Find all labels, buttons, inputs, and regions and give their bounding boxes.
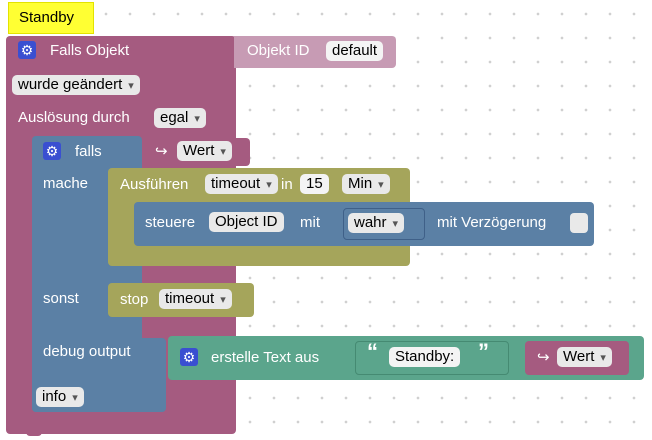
delay-label: mit Verzögerung <box>437 214 547 231</box>
trigger-block-footer <box>6 416 236 432</box>
gear-icon[interactable]: ⚙ <box>18 41 36 59</box>
sonst-label: sonst <box>43 290 79 307</box>
ausfuehren-label: Ausführen <box>120 176 189 193</box>
ausloesung-label: Auslösung durch <box>18 109 130 126</box>
timeout-unit-dropdown[interactable]: Min <box>342 174 390 194</box>
debug-output-label: debug output <box>43 343 131 360</box>
gear-icon[interactable]: ⚙ <box>180 348 198 366</box>
trigger-block-bottom-notch <box>26 428 42 436</box>
text-literal-field[interactable]: Standby: <box>389 347 461 367</box>
value-dropdown[interactable]: wahr <box>348 213 405 233</box>
log-level-dropdown[interactable]: info <box>36 387 84 407</box>
timeout-amount-field[interactable]: 15 <box>300 174 329 194</box>
falls-objekt-label: Falls Objekt <box>50 42 130 59</box>
quote-open-icon: “ <box>367 339 378 364</box>
return-arrow-icon: ↪ <box>155 143 168 160</box>
stop-timeout-dropdown[interactable]: timeout <box>159 289 232 309</box>
return-arrow-icon: ↪ <box>537 349 550 366</box>
delay-checkbox[interactable] <box>570 213 588 233</box>
create-text-label: erstelle Text aus <box>211 349 320 366</box>
object-id-field[interactable]: Object ID <box>209 212 284 232</box>
mit-label: mit <box>300 214 320 231</box>
stop-label: stop <box>120 291 149 308</box>
gear-icon[interactable]: ⚙ <box>43 142 61 160</box>
in-label: in <box>281 176 293 193</box>
condition-variable-dropdown[interactable]: Wert <box>177 141 232 161</box>
mache-label: mache <box>43 175 89 192</box>
comment-text: Standby <box>19 9 75 26</box>
objekt-id-field[interactable]: default <box>326 41 384 61</box>
quote-close-icon: ” <box>478 339 489 364</box>
timeout-variable-dropdown[interactable]: timeout <box>205 174 278 194</box>
objekt-id-label: Objekt ID <box>247 42 310 59</box>
comment-standby[interactable]: Standby <box>8 2 94 34</box>
ausloesung-dropdown[interactable]: egal <box>154 108 206 128</box>
wert-variable-dropdown[interactable]: Wert <box>557 347 612 367</box>
change-dropdown[interactable]: wurde geändert <box>12 75 140 95</box>
steuere-label: steuere <box>145 214 196 231</box>
falls-label: falls <box>75 143 102 160</box>
